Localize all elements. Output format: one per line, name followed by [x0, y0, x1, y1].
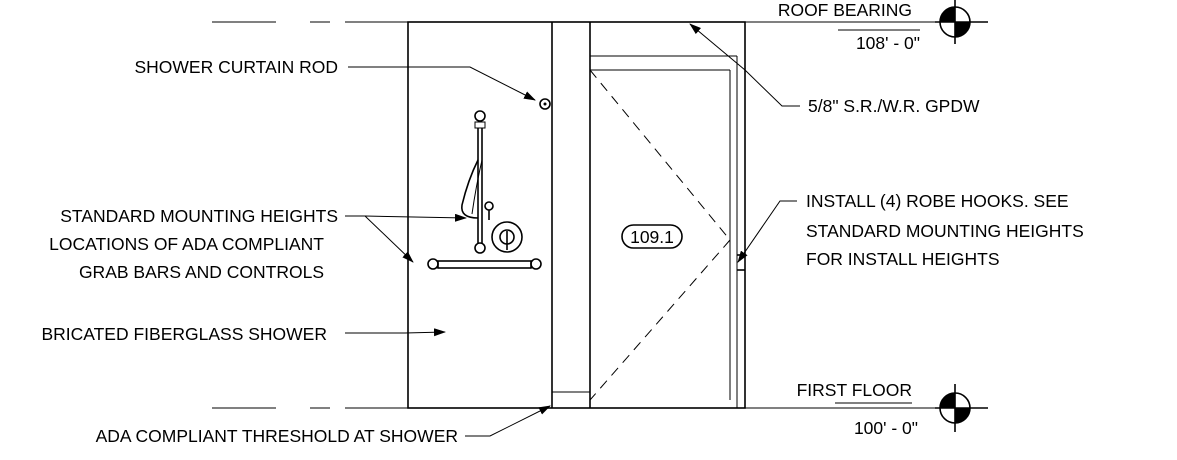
shower-door-panels [551, 22, 738, 408]
mounting-heights-label-3: GRAB BARS AND CONTROLS [79, 262, 324, 282]
first-floor-label: FIRST FLOOR [797, 380, 912, 400]
grab-bar-horizontal-icon [427, 258, 542, 270]
wall-outline [407, 21, 746, 409]
threshold-label: ADA COMPLIANT THRESHOLD AT SHOWER [96, 426, 458, 446]
gpdw-label: 5/8" S.R./W.R. GPDW [808, 96, 980, 116]
fiberglass-shower-label: BRICATED FIBERGLASS SHOWER [41, 324, 327, 344]
robe-hooks-label-1: INSTALL (4) ROBE HOOKS. SEE [806, 191, 1069, 211]
door-swing [589, 69, 731, 401]
roof-bearing-label: ROOF BEARING [778, 0, 912, 20]
grab-bar-vertical-icon [474, 110, 486, 254]
door-tag-text: 109.1 [630, 227, 674, 247]
roof-elevation-marker [935, 0, 988, 44]
floor-elevation-marker [935, 384, 988, 432]
floor-elevation-label: 100' - 0" [854, 418, 918, 438]
door-tag: 109.1 [621, 224, 683, 249]
roof-elevation-label: 108' - 0" [856, 33, 920, 53]
mounting-heights-label-1: STANDARD MOUNTING HEIGHTS [60, 206, 338, 226]
curtain-rod-icon [539, 98, 551, 110]
shower-control-valve-icon [491, 221, 523, 253]
curtain-rod-label: SHOWER CURTAIN ROD [134, 57, 338, 77]
robe-hooks-label-3: FOR INSTALL HEIGHTS [806, 249, 1000, 269]
leader-lines [345, 23, 800, 437]
robe-hooks-label-2: STANDARD MOUNTING HEIGHTS [806, 221, 1084, 241]
mounting-heights-label-2: LOCATIONS OF ADA COMPLIANT [49, 234, 324, 254]
hand-shower-icon [461, 159, 494, 220]
